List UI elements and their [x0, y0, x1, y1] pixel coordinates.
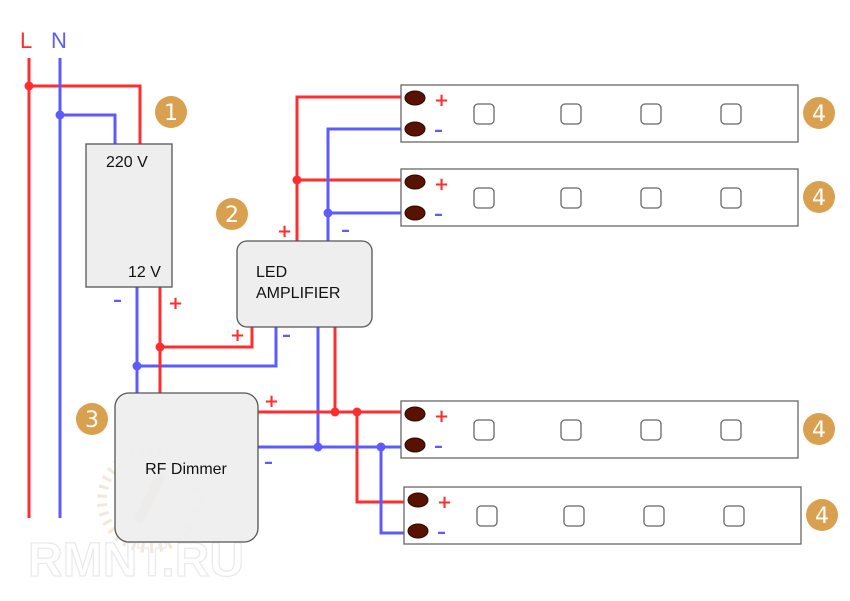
led-chip [640, 187, 662, 209]
badge-circle [806, 499, 838, 531]
amplifier-label-line2: AMPLIFIER [256, 285, 340, 302]
dimmer-plus-sign: + [264, 391, 279, 412]
rf-dimmer-box [114, 392, 259, 543]
neutral-label-N: N [51, 28, 67, 53]
negative-terminal [404, 437, 426, 453]
badge-number: 4 [812, 186, 826, 211]
junction-node [132, 361, 142, 371]
amp-positive-output-wire [295, 95, 412, 241]
led-chip [476, 505, 498, 527]
junction-node [292, 175, 302, 185]
junction-node [330, 407, 340, 417]
psu-output-label: 12 V [128, 264, 161, 281]
badge-4: 4 [803, 413, 835, 445]
badge-circle [155, 96, 187, 128]
badge-number: 1 [164, 101, 178, 126]
strip-minus-sign: – [437, 522, 446, 543]
led-chip [640, 103, 662, 125]
badge-circle [803, 413, 835, 445]
mains-neutral-wire [58, 58, 117, 518]
badge-1: 1 [155, 96, 187, 128]
badge-circle [216, 198, 248, 230]
led-chip [473, 419, 495, 441]
led-strips: + – 4 + – 4 + – 4 + – 4 [400, 84, 838, 545]
led-chip [723, 505, 745, 527]
badge-4: 4 [803, 181, 835, 213]
strip-minus-sign: – [434, 120, 443, 141]
badge-4: 4 [806, 499, 838, 531]
led-chip [643, 505, 665, 527]
badge-3: 3 [76, 403, 108, 435]
strip-plus-sign: + [434, 90, 449, 111]
badge-number: 4 [812, 102, 826, 127]
power-supply-box [85, 143, 173, 288]
junction-node [24, 81, 34, 91]
power-supply: 220 V 12 V – + [85, 143, 183, 314]
amp-input-minus-sign: – [282, 325, 291, 346]
strip-plus-sign: + [434, 174, 449, 195]
psu-negative-wire [135, 287, 278, 393]
led-chip [720, 103, 742, 125]
badge-2: 2 [216, 198, 248, 230]
led-strip: + – 4 [400, 400, 835, 459]
junction-node [55, 110, 65, 120]
junction-node [323, 208, 333, 218]
led-chip [560, 103, 582, 125]
led-chip [640, 419, 662, 441]
mains-line-wire [27, 58, 142, 518]
led-chip [473, 187, 495, 209]
badge-circle [76, 403, 108, 435]
badge-number: 3 [85, 408, 99, 433]
led-strip: + – 4 [403, 486, 838, 545]
led-chip [473, 103, 495, 125]
badge-4: 4 [803, 97, 835, 129]
led-chip [560, 187, 582, 209]
amplifier-label-line1: LED [256, 264, 287, 281]
line-label-L: L [20, 28, 32, 53]
negative-terminal [404, 205, 426, 221]
led-strip: + – 4 [400, 84, 835, 143]
junction-node [155, 342, 165, 352]
junction-node [352, 407, 362, 417]
junction-node [376, 442, 386, 452]
led-chip [560, 419, 582, 441]
badge-circle [803, 97, 835, 129]
psu-positive-wire [158, 287, 254, 393]
dimmer-minus-sign: – [264, 452, 273, 473]
psu-input-label: 220 V [106, 154, 148, 171]
positive-terminal [404, 406, 426, 422]
strip-minus-sign: – [434, 436, 443, 457]
strip-plus-sign: + [434, 406, 449, 427]
dimmer-positive-output-wire [258, 410, 414, 504]
amp-input-plus-sign: + [230, 325, 245, 346]
dimmer-negative-output-wire [258, 445, 414, 535]
positive-terminal [404, 90, 426, 106]
led-chip [563, 505, 585, 527]
amp-output-minus-sign: – [341, 220, 350, 241]
rf-dimmer: RF Dimmer + – [114, 391, 279, 543]
led-amplifier-box [236, 240, 373, 328]
badge-number: 4 [815, 504, 829, 529]
amp-output-plus-sign: + [277, 221, 292, 242]
led-amplifier: LED AMPLIFIER + – + – [230, 220, 373, 346]
psu-minus-sign: – [113, 290, 122, 311]
junction-node [313, 442, 323, 452]
strip-plus-sign: + [437, 492, 452, 513]
badge-circle [803, 181, 835, 213]
negative-terminal [404, 121, 426, 137]
positive-terminal [404, 174, 426, 190]
psu-plus-sign: + [168, 293, 183, 314]
led-strip: + – 4 [400, 168, 835, 227]
amp-negative-output-wire [326, 127, 412, 241]
positive-terminal [407, 492, 429, 508]
led-chip [720, 187, 742, 209]
negative-terminal [407, 523, 429, 539]
badge-number: 2 [225, 203, 239, 228]
badge-number: 4 [812, 418, 826, 443]
dimmer-label: RF Dimmer [145, 461, 227, 478]
led-chip [720, 419, 742, 441]
strip-minus-sign: – [434, 204, 443, 225]
